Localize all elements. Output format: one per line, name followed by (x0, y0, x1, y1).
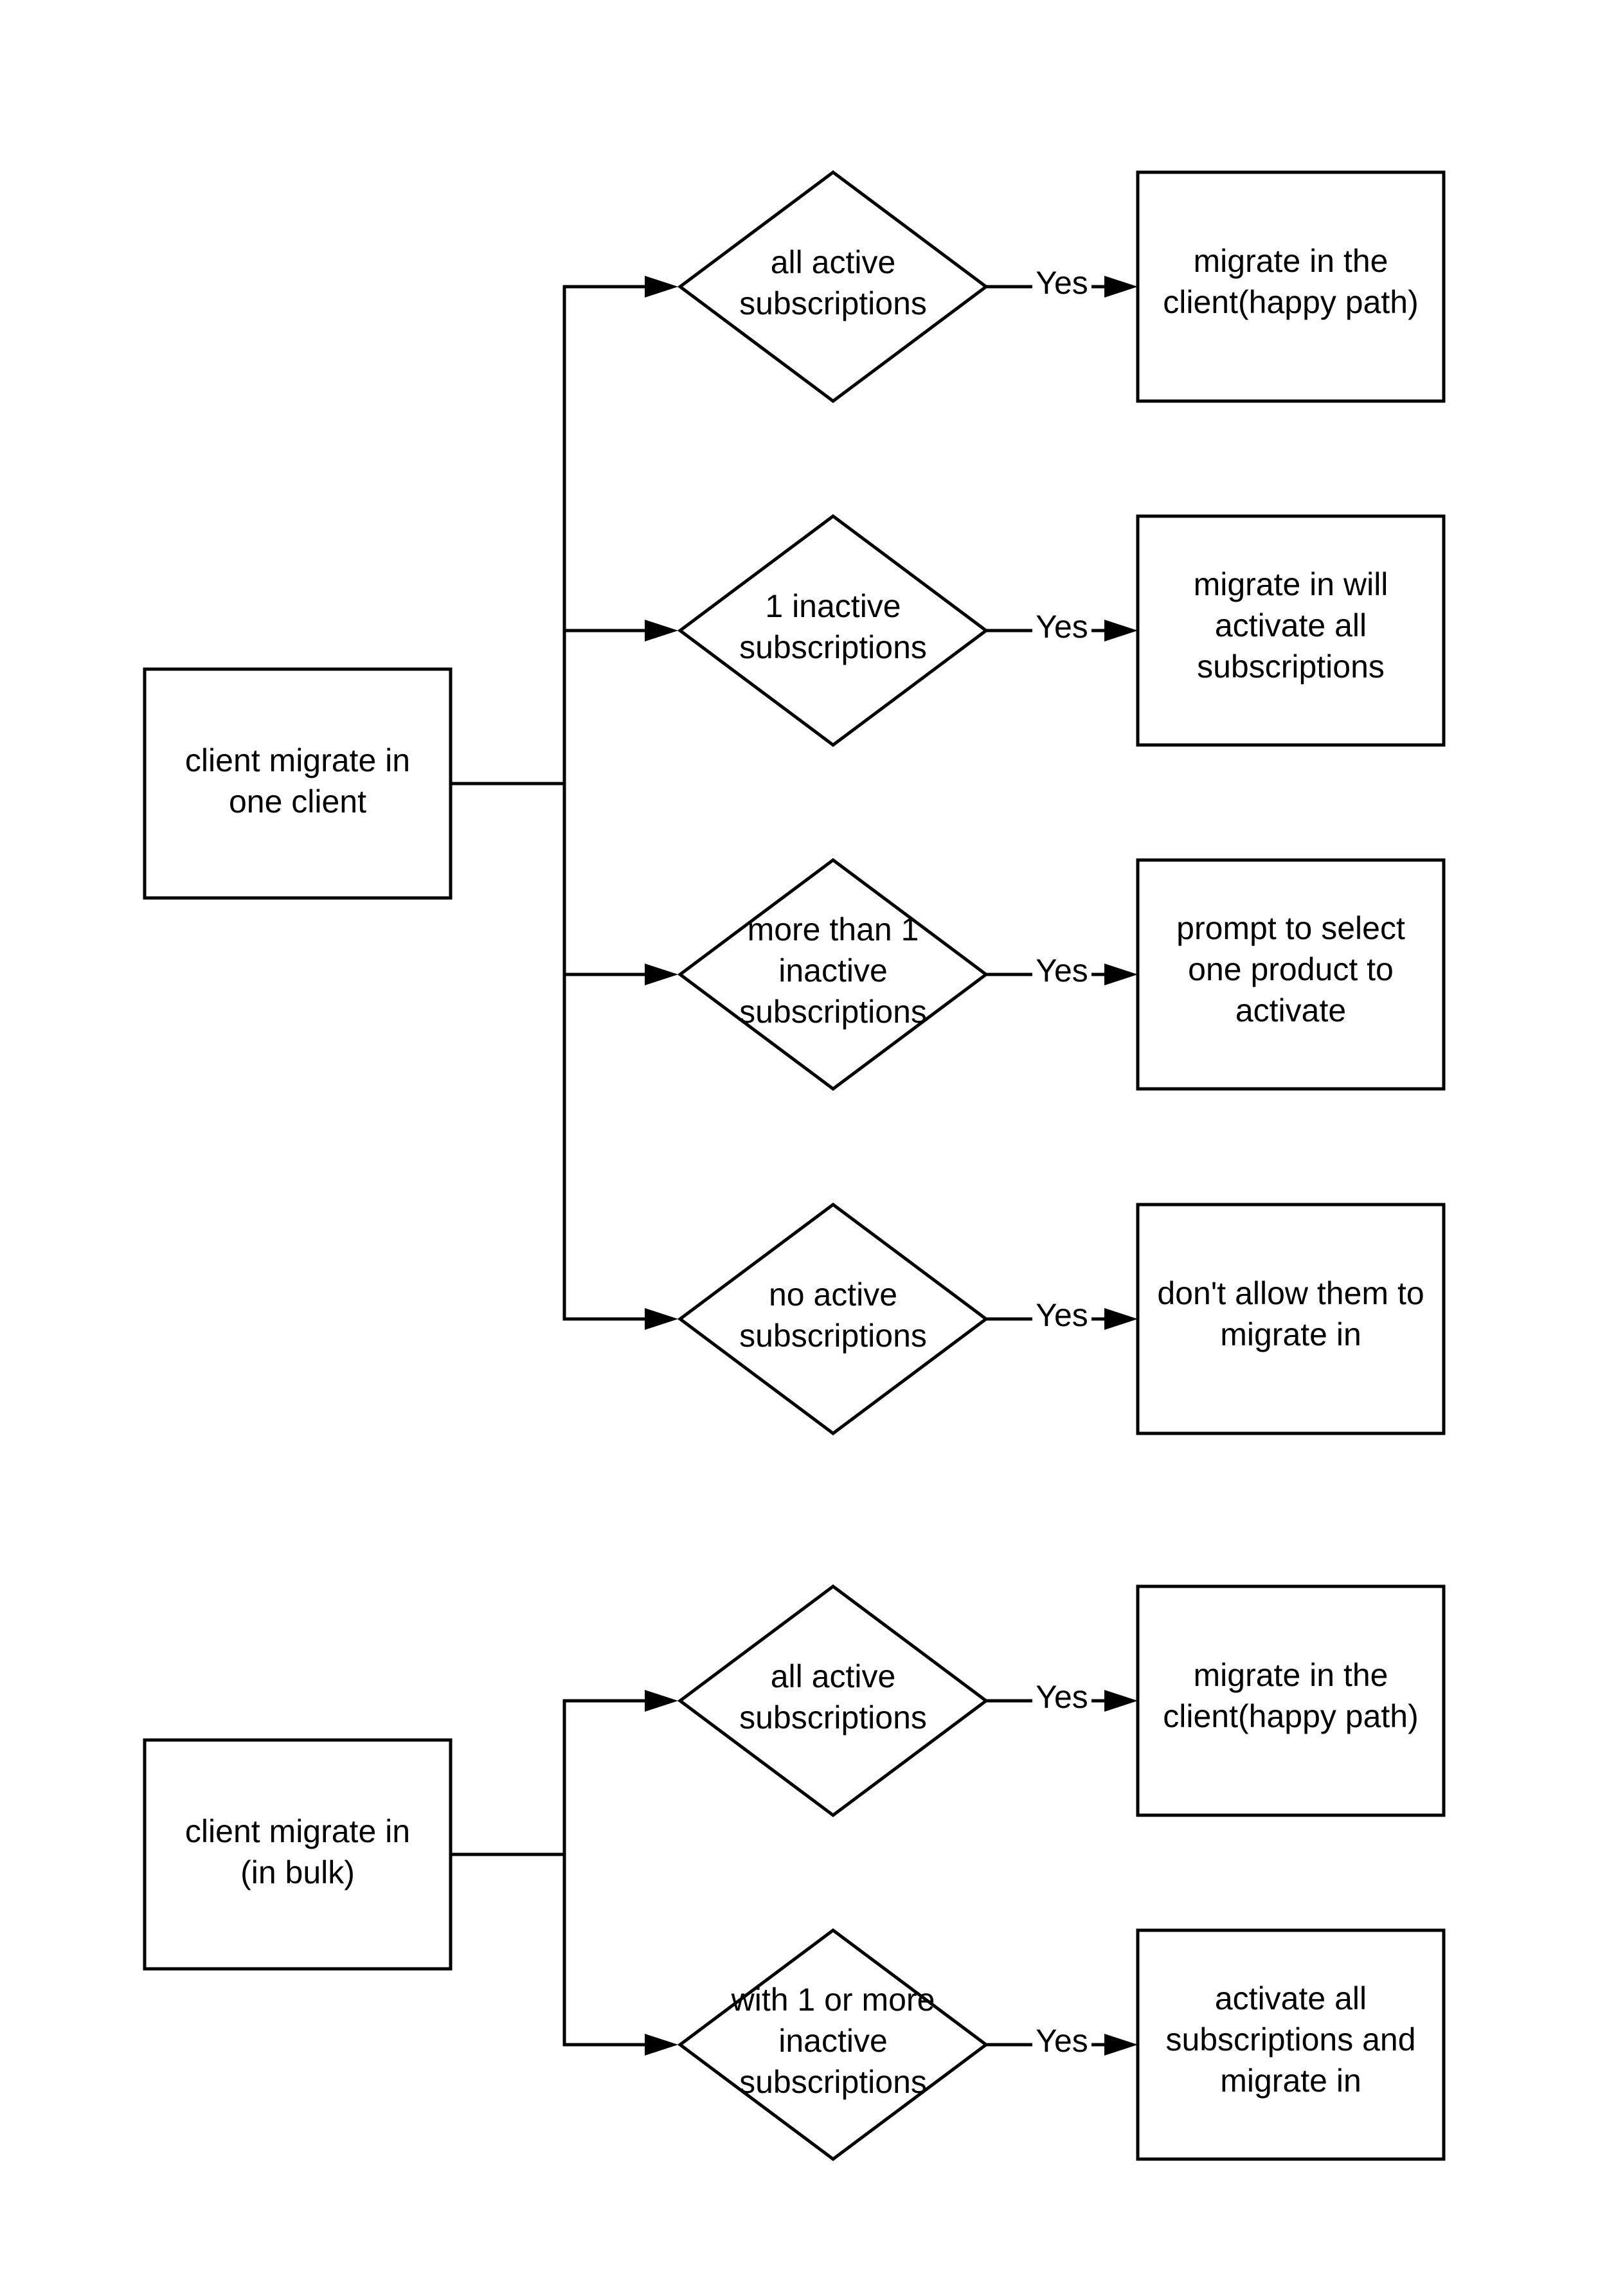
start-box (143, 667, 453, 900)
yes-label-bg (1032, 1300, 1091, 1332)
branch-arrowhead (645, 964, 678, 985)
decision-text-line: with 1 or more (731, 1982, 935, 2018)
outcome-text-line: activate all (1215, 607, 1367, 643)
start-box-text: client migrate in (in bulk) (185, 1813, 410, 1890)
outcome-box (1136, 1584, 1446, 1817)
decision-text-line: no active (769, 1277, 897, 1313)
decision-text-line: subscriptions (739, 994, 927, 1030)
outcome-text-line: migrate in the (1194, 1657, 1388, 1693)
outcome-text-line: activate (1235, 992, 1346, 1028)
flow-2: client migrate in (in bulk) all active subs… (143, 1584, 1446, 2162)
outcome-text-line: client(happy path) (1163, 1698, 1418, 1734)
yes-arrowhead (1104, 276, 1138, 298)
outcome-text-line: subscriptions and (1165, 2022, 1415, 2058)
branch-arrowhead (645, 1690, 678, 1712)
decision-text: no active subscriptions (739, 1277, 927, 1354)
yes-label-bg (1032, 267, 1091, 300)
outcome-text: don't allow them to migrate in (1157, 1275, 1424, 1352)
start-box-text-line: one client (229, 784, 366, 820)
branch-arrowhead (645, 1308, 678, 1330)
yes-arrowhead (1104, 1690, 1138, 1712)
yes-label: Yes (1036, 953, 1088, 989)
decision-text-line: subscriptions (739, 2064, 927, 2100)
start-box-text-line: (in bulk) (240, 1854, 355, 1890)
yes-label-bg (1032, 2025, 1091, 2058)
outcome-text-line: migrate in the (1194, 243, 1388, 279)
decision-text-line: subscriptions (739, 629, 927, 665)
outcome-text: prompt to select one product to activate (1176, 910, 1405, 1028)
outcome-text-line: don't allow them to (1157, 1275, 1424, 1311)
decision-text-line: all active (771, 244, 896, 280)
yes-label-bg (1032, 955, 1091, 987)
outcome-text-line: subscriptions (1197, 649, 1385, 685)
decision-text: all active subscriptions (739, 1658, 927, 1735)
outcome-text-line: client(happy path) (1163, 284, 1418, 320)
outcome-text: migrate in the client(happy path) (1163, 243, 1418, 320)
outcome-text: activate all subscriptions and migrate in (1165, 1980, 1415, 2099)
outcome-box (1136, 1203, 1446, 1435)
branch-arrowhead (645, 2034, 678, 2056)
decision-text-line: subscriptions (739, 1318, 927, 1354)
outcome-box (1136, 170, 1446, 403)
decision-text-line: inactive (778, 2023, 888, 2059)
outcome-text-line: migrate in will (1194, 566, 1388, 602)
branch-1: all active subscriptions Yes migrate in the… (564, 1584, 1446, 1818)
outcome-box (1136, 858, 1446, 1091)
decision-text-line: subscriptions (739, 285, 927, 321)
decision-diamond (677, 857, 989, 1091)
yes-label: Yes (1036, 609, 1088, 645)
branch-4: no active subscriptions Yes don't allow the… (564, 1202, 1446, 1436)
branch-arrowhead (645, 276, 678, 298)
start-box-text-line: client migrate in (185, 742, 410, 778)
outcome-text-line: one product to (1188, 951, 1394, 987)
decision-text-line: more than 1 (748, 911, 919, 947)
outcome-text-line: migrate in (1220, 2063, 1361, 2099)
decision-text: with 1 or more inactive subscriptions (731, 1982, 935, 2100)
yes-arrowhead (1104, 620, 1138, 641)
decision-diamond (677, 1928, 989, 2162)
yes-label: Yes (1036, 1679, 1088, 1715)
yes-label: Yes (1036, 265, 1088, 301)
outcome-box (1136, 1928, 1446, 2161)
branch-arrowhead (645, 620, 678, 641)
yes-arrowhead (1104, 1308, 1138, 1330)
yes-arrowhead (1104, 964, 1138, 985)
start-box-text: client migrate in one client (185, 742, 410, 820)
decision-text: all active subscriptions (739, 244, 927, 321)
decision-diamond (677, 170, 989, 404)
decision-text: 1 inactive subscriptions (739, 588, 927, 665)
decision-diamond (677, 514, 989, 748)
branch-2: with 1 or more inactive subscriptions Yes ac… (564, 1928, 1446, 2162)
decision-diamond (677, 1202, 989, 1436)
start-box-text-line: client migrate in (185, 1813, 410, 1849)
yes-label: Yes (1036, 2023, 1088, 2059)
outcome-text-line: migrate in (1220, 1316, 1361, 1352)
decision-text-line: all active (771, 1658, 896, 1694)
yes-arrowhead (1104, 2034, 1138, 2056)
outcome-box (1136, 514, 1446, 747)
decision-text-line: subscriptions (739, 1700, 927, 1735)
flow-1: client migrate in one client all active sub… (143, 170, 1446, 1436)
yes-label-bg (1032, 1682, 1091, 1714)
outcome-text-line: prompt to select (1176, 910, 1405, 946)
branch-2: 1 inactive subscriptions Yes migrate in wil… (564, 514, 1446, 748)
decision-diamond (677, 1584, 989, 1818)
outcome-text-line: activate all (1215, 1980, 1367, 2016)
decision-text: more than 1 inactive subscriptions (739, 911, 927, 1030)
decision-text-line: inactive (778, 953, 888, 989)
branch-3: more than 1 inactive subscriptions Yes promp… (564, 857, 1446, 1091)
decision-text-line: 1 inactive (765, 588, 901, 624)
yes-label-bg (1032, 611, 1091, 643)
outcome-text: migrate in the client(happy path) (1163, 1657, 1418, 1734)
outcome-text: migrate in will activate all subscriptions (1194, 566, 1388, 685)
branch-1: all active subscriptions Yes migrate in the… (564, 170, 1446, 404)
yes-label: Yes (1036, 1297, 1088, 1333)
